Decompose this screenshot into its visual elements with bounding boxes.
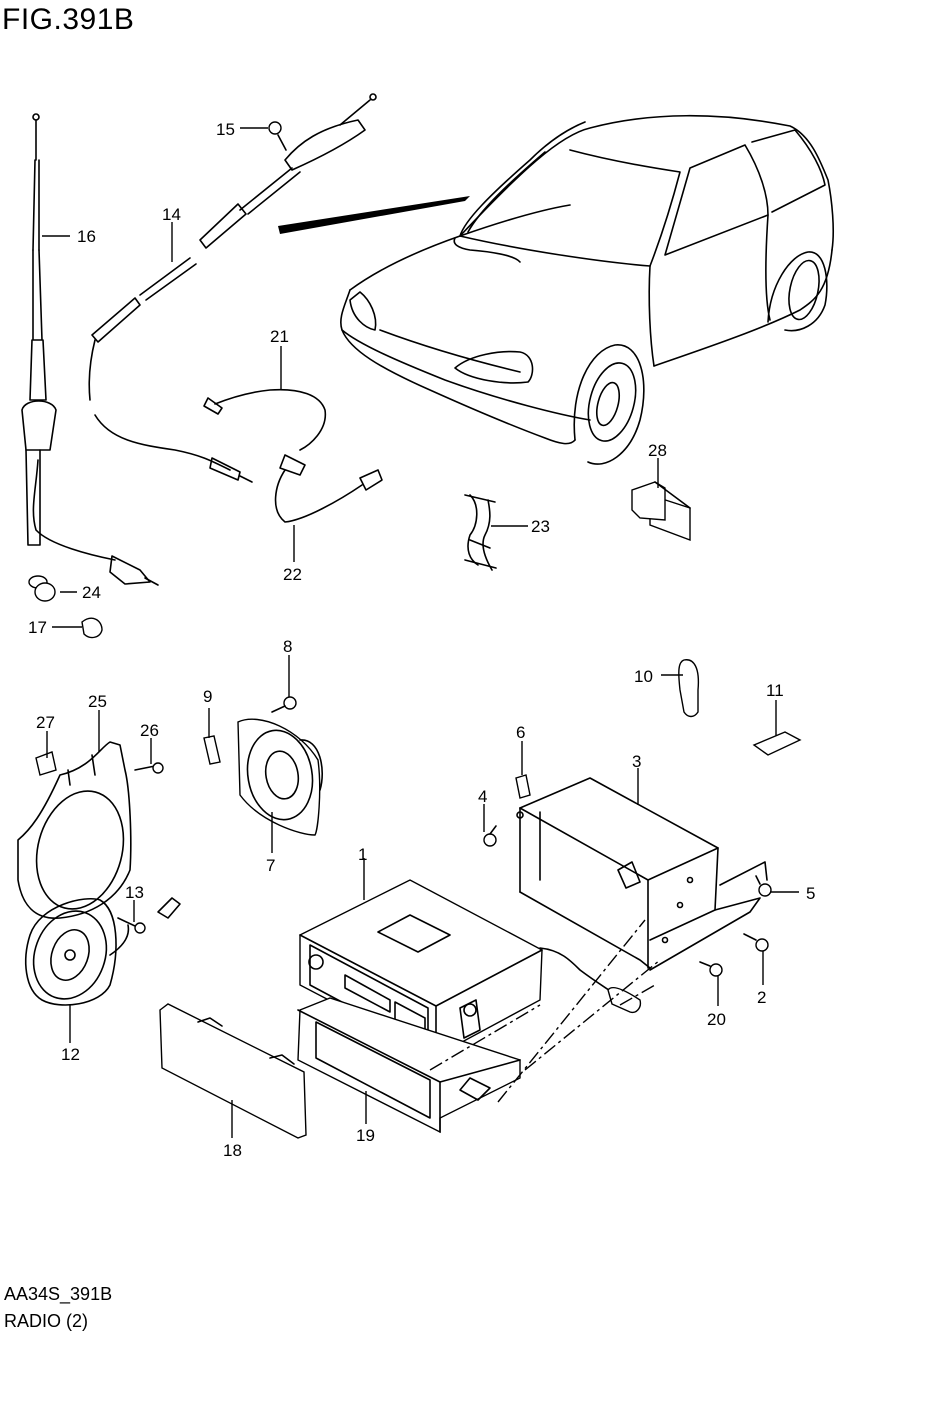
part-7-speaker — [237, 718, 323, 836]
callout-12: 12 — [61, 1045, 80, 1064]
callout-15: 15 — [216, 120, 235, 139]
part-17-clip — [81, 617, 103, 639]
part-20-screw — [699, 961, 723, 977]
callout-4: 4 — [478, 787, 487, 806]
callout-19: 19 — [356, 1126, 375, 1145]
part-23-wire-holder — [464, 494, 497, 571]
part-10-bracket — [678, 659, 700, 718]
callout-17: 17 — [28, 618, 47, 637]
part-15-screw — [268, 121, 287, 151]
part-5-screw — [755, 875, 772, 897]
part-2-screw — [743, 933, 769, 952]
extension-cables — [203, 388, 383, 523]
part-24-grommet — [28, 575, 56, 602]
callout-9: 9 — [203, 687, 212, 706]
part-27-nut — [35, 751, 57, 776]
callout-22: 22 — [283, 565, 302, 584]
callout-21: 21 — [270, 327, 289, 346]
callout-7: 7 — [266, 856, 275, 875]
callout-8: 8 — [283, 637, 292, 656]
callout-6: 6 — [516, 723, 525, 742]
part-12-speaker — [24, 898, 130, 1006]
callout-28: 28 — [648, 441, 667, 460]
callout-2: 2 — [757, 988, 766, 1007]
callout-25: 25 — [88, 692, 107, 711]
callout-24: 24 — [82, 583, 101, 602]
callout-26: 26 — [140, 721, 159, 740]
antenna-mast — [21, 113, 159, 586]
callout-20: 20 — [707, 1010, 726, 1029]
callout-13: 13 — [125, 883, 144, 902]
part-26-screw — [134, 762, 164, 774]
figure-code: AA34S_391B — [4, 1284, 113, 1304]
callout-numbers: 1 2 3 4 5 6 7 8 9 10 11 12 13 14 15 16 1… — [28, 120, 815, 1160]
antenna-cable — [88, 93, 377, 483]
part-13-screw — [117, 897, 181, 934]
callout-5: 5 — [806, 884, 815, 903]
part-19-bezel — [297, 997, 521, 1134]
callout-14: 14 — [162, 205, 181, 224]
part-3-radio-case — [516, 777, 768, 971]
assembly-lines — [429, 919, 661, 1103]
car-illustration — [278, 114, 834, 465]
part-25-speaker-bracket — [17, 741, 132, 919]
figure-caption: RADIO (2) — [4, 1311, 89, 1331]
leader-lines — [42, 127, 799, 1138]
callout-23: 23 — [531, 517, 550, 536]
part-11-label — [752, 731, 802, 756]
part-9-clip — [203, 735, 221, 765]
part-8-screw — [271, 696, 297, 713]
callout-18: 18 — [223, 1141, 242, 1160]
part-28-connector — [631, 481, 691, 542]
part-4-screw — [483, 825, 497, 847]
callout-1: 1 — [358, 845, 367, 864]
part-18-cover-plate — [159, 1003, 307, 1139]
callout-10: 10 — [634, 667, 653, 686]
figure-title: FIG.391B — [2, 3, 135, 36]
callout-16: 16 — [77, 227, 96, 246]
callout-3: 3 — [632, 752, 641, 771]
part-6-nut — [515, 774, 531, 799]
callout-27: 27 — [36, 713, 55, 732]
callout-11: 11 — [766, 681, 784, 700]
